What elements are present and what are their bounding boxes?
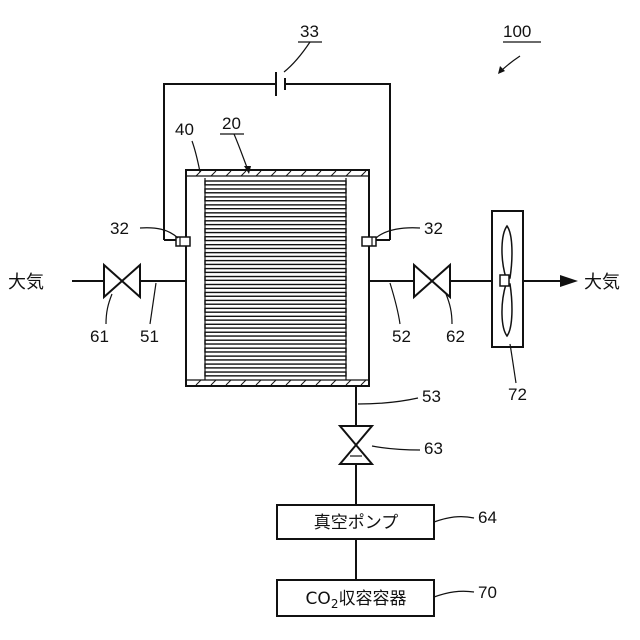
ref-leader-72 bbox=[510, 344, 516, 383]
fan-hub bbox=[500, 275, 509, 286]
electrode-right bbox=[362, 237, 376, 246]
ref-leader-51 bbox=[150, 283, 156, 324]
ref-label-64: 64 bbox=[478, 508, 497, 527]
fan-blade-lower bbox=[502, 284, 512, 336]
valve-62-left bbox=[414, 265, 432, 297]
adsorbent-plate bbox=[205, 300, 346, 304]
ref-leader-63 bbox=[372, 446, 420, 450]
ref-label-52: 52 bbox=[392, 327, 411, 346]
ref-label-33: 33 bbox=[300, 22, 319, 41]
ref-label-51: 51 bbox=[140, 327, 159, 346]
adsorbent-plate bbox=[205, 356, 346, 360]
co2-container-label-subscript: 2 bbox=[331, 597, 339, 611]
adsorbent-plate bbox=[205, 205, 346, 209]
ref-leader-20 bbox=[234, 134, 248, 170]
adsorbent-plate bbox=[205, 189, 346, 193]
ref-label-62: 62 bbox=[446, 327, 465, 346]
co2-container-label: CO2収容容器 bbox=[306, 589, 407, 611]
valve-61-right bbox=[122, 265, 140, 297]
ref-label-40: 40 bbox=[175, 120, 194, 139]
valve-62-right bbox=[432, 265, 450, 297]
valve-63-bottom bbox=[340, 445, 372, 464]
adsorbent-plate bbox=[205, 284, 346, 288]
ref-label-20: 20 bbox=[222, 114, 241, 133]
adsorbent-plate bbox=[205, 245, 346, 249]
adsorbent-plate bbox=[205, 221, 346, 225]
ref-leader-53 bbox=[358, 398, 418, 404]
valve-61-left bbox=[104, 265, 122, 297]
ref-label-72: 72 bbox=[508, 385, 527, 404]
ref-leader-62 bbox=[446, 294, 452, 324]
co2-container-label-suffix: 収容容器 bbox=[338, 589, 406, 609]
adsorbent-plate bbox=[205, 324, 346, 328]
adsorbent-plate bbox=[205, 253, 346, 257]
adsorbent-plate bbox=[205, 364, 346, 368]
adsorbent-plate bbox=[205, 277, 346, 281]
ref-leader-70 bbox=[434, 591, 474, 597]
fan-blade-upper bbox=[502, 226, 512, 278]
electrode-left bbox=[176, 237, 190, 246]
ref-label-32-left: 32 bbox=[110, 219, 129, 238]
ref-leader-32-left bbox=[140, 228, 178, 238]
ref-arrow-100 bbox=[498, 66, 505, 74]
ref-leader-61 bbox=[106, 294, 112, 324]
adsorbent-plate bbox=[205, 261, 346, 265]
valve-63-top bbox=[340, 426, 372, 445]
co2-container-label-prefix: CO bbox=[306, 589, 331, 609]
adsorbent-plate bbox=[205, 372, 346, 376]
inlet-line bbox=[72, 265, 186, 297]
ref-label-61: 61 bbox=[90, 327, 109, 346]
ref-label-70: 70 bbox=[478, 583, 497, 602]
adsorbent-plate bbox=[205, 308, 346, 312]
inlet-atmosphere-label: 大気 bbox=[8, 272, 44, 293]
ref-label-63: 63 bbox=[424, 439, 443, 458]
adsorbent-plate bbox=[205, 292, 346, 296]
ref-label-32-right: 32 bbox=[424, 219, 443, 238]
adsorbent-plate bbox=[205, 213, 346, 217]
vacuum-pump-label: 真空ポンプ bbox=[314, 513, 399, 533]
reactor-vessel bbox=[176, 170, 376, 386]
ref-leader-40 bbox=[192, 141, 200, 172]
adsorbent-plate bbox=[205, 181, 346, 185]
ref-label-53: 53 bbox=[422, 387, 441, 406]
ref-leader-32-right bbox=[376, 228, 420, 238]
adsorbent-plate bbox=[205, 237, 346, 241]
outlet-arrow-head bbox=[560, 275, 578, 287]
ref-leader-64 bbox=[434, 517, 474, 522]
outlet-atmosphere-label: 大気 bbox=[584, 272, 620, 293]
exhaust-line bbox=[277, 386, 434, 616]
adsorbent-plate bbox=[205, 316, 346, 320]
ref-label-100: 100 bbox=[503, 22, 531, 41]
adsorbent-plate bbox=[205, 332, 346, 336]
ref-leader-52 bbox=[390, 283, 400, 324]
adsorbent-plate bbox=[205, 340, 346, 344]
ref-leader-33 bbox=[284, 42, 310, 72]
adsorbent-plate bbox=[205, 269, 346, 273]
adsorbent-plate bbox=[205, 229, 346, 233]
adsorbent-plate bbox=[205, 197, 346, 201]
adsorbent-plate bbox=[205, 348, 346, 352]
